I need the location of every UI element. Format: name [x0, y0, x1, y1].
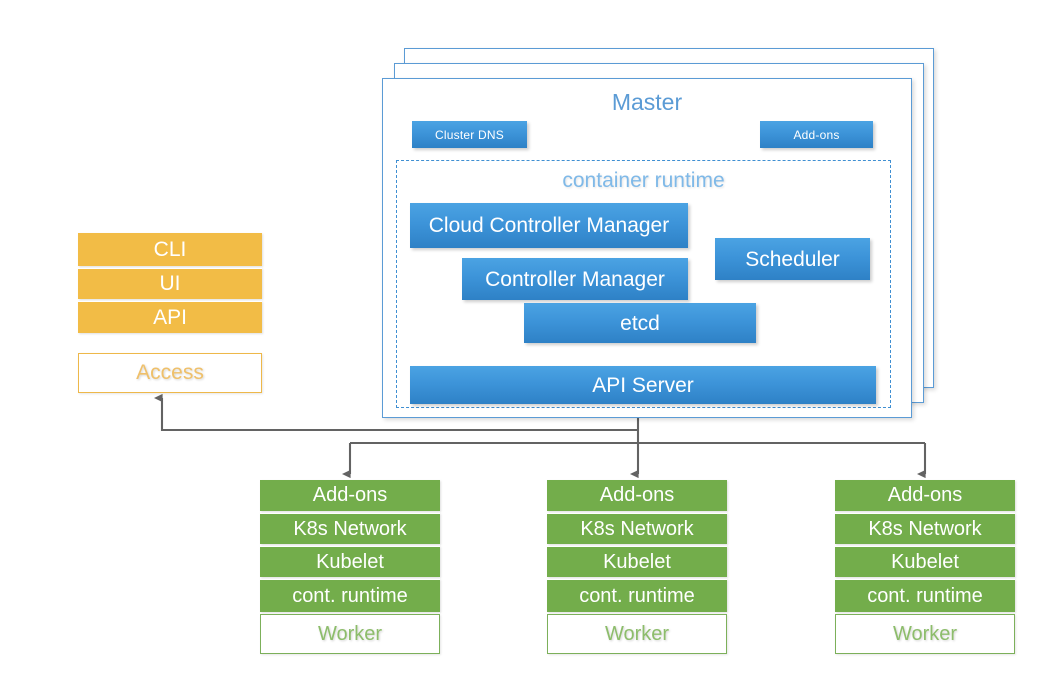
- access-footer: Access: [78, 353, 262, 393]
- etcd-label: etcd: [620, 311, 660, 335]
- worker-2-addons-label: Add-ons: [599, 484, 675, 506]
- scheduler-label: Scheduler: [745, 247, 840, 271]
- master-addons-badge[interactable]: Add-ons: [760, 121, 873, 148]
- access-ui-label: UI: [159, 272, 181, 295]
- container-runtime-region: container runtime: [396, 160, 891, 408]
- worker-1-layer-runtime[interactable]: cont. runtime: [260, 579, 440, 612]
- worker-2-layer-network[interactable]: K8s Network: [547, 513, 727, 544]
- etcd-box[interactable]: etcd: [524, 303, 756, 343]
- master-addons-label: Add-ons: [793, 127, 840, 142]
- access-item-ui[interactable]: UI: [78, 268, 262, 299]
- access-api-label: API: [153, 305, 187, 329]
- worker-1-addons-label: Add-ons: [312, 484, 388, 506]
- worker-3-layer-kubelet[interactable]: Kubelet: [835, 546, 1015, 577]
- cloud-controller-manager-box[interactable]: Cloud Controller Manager: [410, 203, 688, 248]
- worker-2-network-label: K8s Network: [580, 517, 694, 540]
- worker-1-layer-kubelet[interactable]: Kubelet: [260, 546, 440, 577]
- worker-3-footer-label: Worker: [892, 622, 958, 645]
- scheduler-box[interactable]: Scheduler: [715, 238, 870, 280]
- worker-3-network-label: K8s Network: [868, 517, 982, 540]
- api-server-label: API Server: [592, 373, 694, 397]
- worker-1-layer-network[interactable]: K8s Network: [260, 513, 440, 544]
- worker-1-footer-label: Worker: [317, 622, 383, 645]
- worker-1-layer-addons[interactable]: Add-ons: [260, 480, 440, 511]
- worker-3-layer-network[interactable]: K8s Network: [835, 513, 1015, 544]
- worker-1-footer: Worker: [260, 614, 440, 654]
- cluster-dns-label: Cluster DNS: [435, 127, 504, 142]
- access-item-cli[interactable]: CLI: [78, 233, 262, 266]
- worker-3-layer-runtime[interactable]: cont. runtime: [835, 579, 1015, 612]
- worker-3-footer: Worker: [835, 614, 1015, 654]
- access-cli-label: CLI: [153, 237, 187, 261]
- cluster-dns-badge[interactable]: Cluster DNS: [412, 121, 527, 148]
- worker-1-network-label: K8s Network: [293, 517, 407, 540]
- worker-2-footer-label: Worker: [604, 622, 670, 645]
- worker-3-kubelet-label: Kubelet: [891, 550, 959, 573]
- worker-2-footer: Worker: [547, 614, 727, 654]
- api-server-box[interactable]: API Server: [410, 366, 876, 404]
- worker-2-layer-kubelet[interactable]: Kubelet: [547, 546, 727, 577]
- worker-3-runtime-label: cont. runtime: [867, 584, 983, 607]
- container-runtime-title: container runtime: [562, 169, 725, 192]
- worker-1-kubelet-label: Kubelet: [316, 550, 384, 573]
- worker-3-addons-label: Add-ons: [887, 484, 963, 506]
- worker-2-layer-addons[interactable]: Add-ons: [547, 480, 727, 511]
- worker-2-runtime-label: cont. runtime: [579, 584, 695, 607]
- cloud-controller-manager-label: Cloud Controller Manager: [428, 214, 670, 237]
- controller-manager-box[interactable]: Controller Manager: [462, 258, 688, 300]
- worker-1-runtime-label: cont. runtime: [292, 584, 408, 607]
- worker-2-layer-runtime[interactable]: cont. runtime: [547, 579, 727, 612]
- worker-3-layer-addons[interactable]: Add-ons: [835, 480, 1015, 511]
- access-item-api[interactable]: API: [78, 301, 262, 333]
- controller-manager-label: Controller Manager: [485, 267, 665, 291]
- access-footer-label: Access: [136, 361, 204, 384]
- worker-2-kubelet-label: Kubelet: [603, 550, 671, 573]
- master-title: Master: [611, 89, 683, 115]
